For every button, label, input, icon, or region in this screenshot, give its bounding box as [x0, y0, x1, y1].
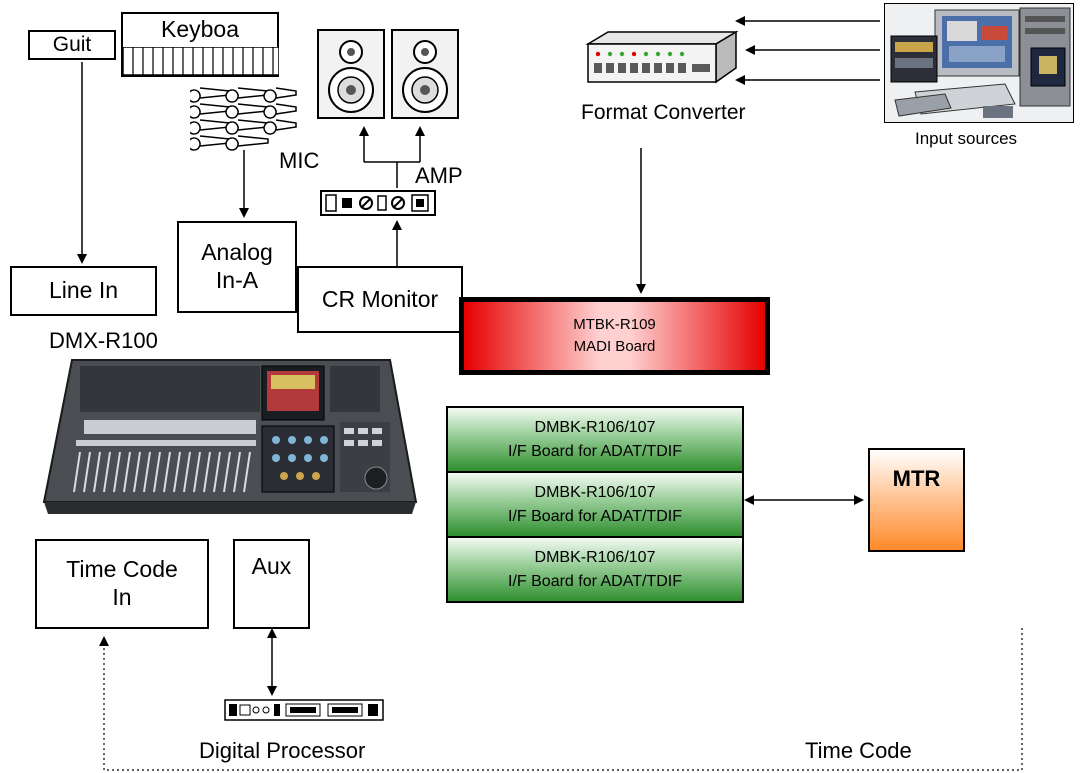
if-board-desc-label: I/F Board for ADAT/TDIF: [508, 507, 682, 525]
console-title: DMX-R100: [49, 328, 158, 353]
keyboard-box: Keyboa: [121, 12, 279, 77]
speaker-icon: [391, 29, 459, 119]
analog-in-a-box: Analog In-A: [177, 221, 297, 313]
madi-board-box: MTBK-R109 MADI Board: [459, 297, 770, 375]
cr-monitor-box: CR Monitor: [297, 266, 463, 333]
format-converter-label: Format Converter: [581, 101, 746, 124]
time-code-dotted-line: [99, 628, 1023, 771]
keyboard-keys-icon: [123, 47, 279, 75]
digital-processor-label: Digital Processor: [199, 738, 366, 763]
speaker-icon: [317, 29, 385, 119]
aux-label: Aux: [251, 553, 292, 579]
input-sources-image: [884, 3, 1074, 123]
line-in-label: Line In: [48, 277, 119, 304]
aux-box: Aux: [233, 539, 310, 629]
guitar-box: Guit: [28, 30, 116, 60]
computer-icon: [885, 4, 1073, 122]
if-board-model-label: DMBK-R106/107: [534, 419, 656, 437]
mtr-box: MTR: [868, 448, 965, 552]
in-a-label: In-A: [215, 267, 259, 293]
time-code-in-box: Time Code In: [35, 539, 209, 629]
if-board-desc-label: I/F Board for ADAT/TDIF: [508, 572, 682, 590]
guitar-label: Guit: [52, 33, 92, 57]
keyboard-label: Keyboa: [160, 16, 239, 42]
microphone-icon: [190, 87, 297, 151]
line-in-box: Line In: [10, 266, 157, 316]
mic-label: MIC: [279, 148, 320, 173]
if-board-box-2: DMBK-R106/107 I/F Board for ADAT/TDIF: [446, 471, 744, 538]
cr-monitor-label: CR Monitor: [321, 285, 439, 312]
if-board-model-label: DMBK-R106/107: [534, 549, 656, 567]
if-board-desc-label: I/F Board for ADAT/TDIF: [508, 442, 682, 460]
time-code-label: Time Code: [805, 738, 912, 763]
if-board-model-label: DMBK-R106/107: [534, 484, 656, 502]
mtr-label: MTR: [892, 466, 941, 491]
if-board-box-1: DMBK-R106/107 I/F Board for ADAT/TDIF: [446, 406, 744, 473]
mixing-console-icon: [42, 359, 418, 514]
if-board-box-3: DMBK-R106/107 I/F Board for ADAT/TDIF: [446, 536, 744, 603]
converter-device-icon: [585, 30, 738, 84]
madi-model-label: MTBK-R109: [573, 315, 656, 333]
analog-label: Analog: [201, 239, 273, 266]
madi-board-label: MADI Board: [573, 338, 656, 355]
input-sources-label: Input sources: [915, 129, 1018, 148]
time-code-in-label-line1: Time Code: [66, 556, 178, 583]
rack-processor-icon: [224, 699, 384, 721]
amp-label: AMP: [415, 163, 463, 188]
amplifier-icon: [320, 190, 436, 216]
time-code-in-label-line2: In: [112, 584, 132, 610]
